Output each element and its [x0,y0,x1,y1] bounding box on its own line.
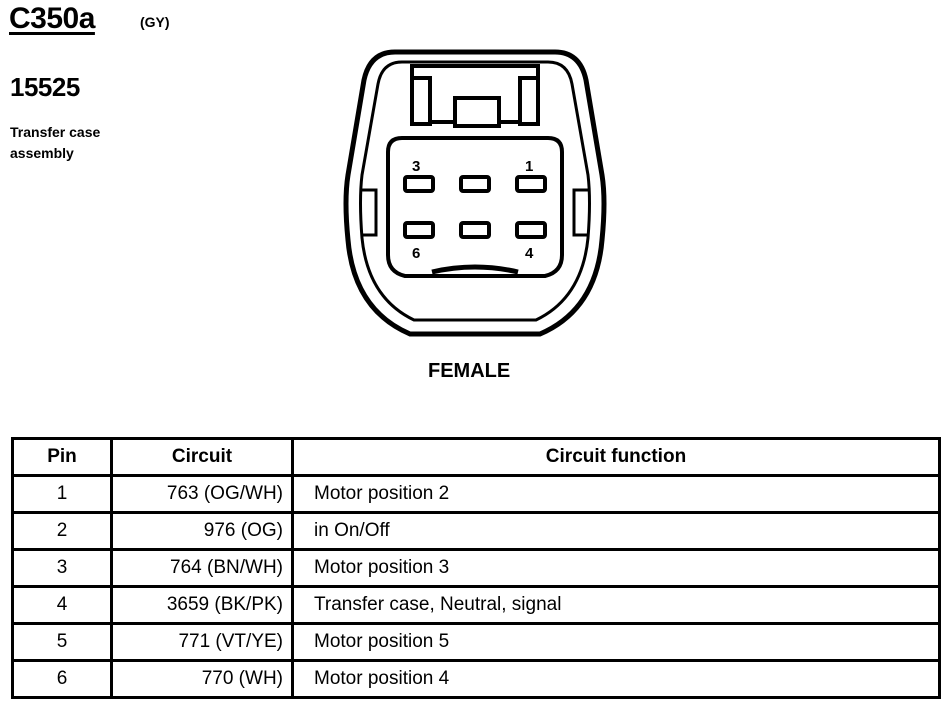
pin-cell: 2 [11,511,113,551]
circuit-cell: 764 (BN/WH) [110,548,294,588]
pin-cell: 1 [11,474,113,514]
pin-cavity [403,221,435,239]
function-cell: in On/Off [291,511,941,551]
latch-tab [453,96,501,128]
pin-cavity [515,221,547,239]
column-header-circuit: Circuit [110,437,294,477]
pin-number-label: 4 [525,245,534,262]
pin-cavity [515,175,547,193]
bottom-key [431,264,519,275]
pin-number-label: 1 [525,158,533,175]
connector-outer-shell [343,49,607,337]
latch-left-post [410,76,432,126]
table-row: 6 770 (WH) Motor position 4 [11,659,941,699]
function-cell: Motor position 3 [291,548,941,588]
pin-cell: 3 [11,548,113,588]
connector-inner-shell [359,60,591,322]
pin-cavity [403,175,435,193]
pinout-table: Pin Circuit Circuit function 1 763 (OG/W… [11,437,941,699]
table-row: 5 771 (VT/YE) Motor position 5 [11,622,941,662]
pin-cell: 6 [11,659,113,699]
circuit-cell: 771 (VT/YE) [110,622,294,662]
left-side-notch [362,188,378,237]
pin-cavity [459,221,491,239]
table-row: 2 976 (OG) in On/Off [11,511,941,551]
pin-cell: 5 [11,622,113,662]
connector-face-diagram: 3 1 6 4 [343,49,607,337]
circuit-cell: 3659 (BK/PK) [110,585,294,625]
cavity-block [386,136,564,278]
function-cell: Motor position 5 [291,622,941,662]
part-number: 15525 [10,72,80,102]
connector-gender-label: FEMALE [428,360,511,382]
table-row: 3 764 (BN/WH) Motor position 3 [11,548,941,588]
connector-id: C350a [9,2,95,35]
column-header-pin: Pin [11,437,113,477]
circuit-cell: 976 (OG) [110,511,294,551]
circuit-cell: 770 (WH) [110,659,294,699]
table-header-row: Pin Circuit Circuit function [11,437,941,477]
pin-number-label: 3 [412,158,420,175]
connector-color-code: (GY) [140,14,170,30]
column-header-function: Circuit function [291,437,941,477]
circuit-cell: 763 (OG/WH) [110,474,294,514]
function-cell: Transfer case, Neutral, signal [291,585,941,625]
pin-number-label: 6 [412,245,420,262]
function-cell: Motor position 4 [291,659,941,699]
right-side-notch [572,188,588,237]
pin-cavity [459,175,491,193]
function-cell: Motor position 2 [291,474,941,514]
component-description: Transfer case assembly [10,124,101,161]
table-row: 1 763 (OG/WH) Motor position 2 [11,474,941,514]
pin-cell: 4 [11,585,113,625]
table-row: 4 3659 (BK/PK) Transfer case, Neutral, s… [11,585,941,625]
latch-right-post [518,76,540,126]
